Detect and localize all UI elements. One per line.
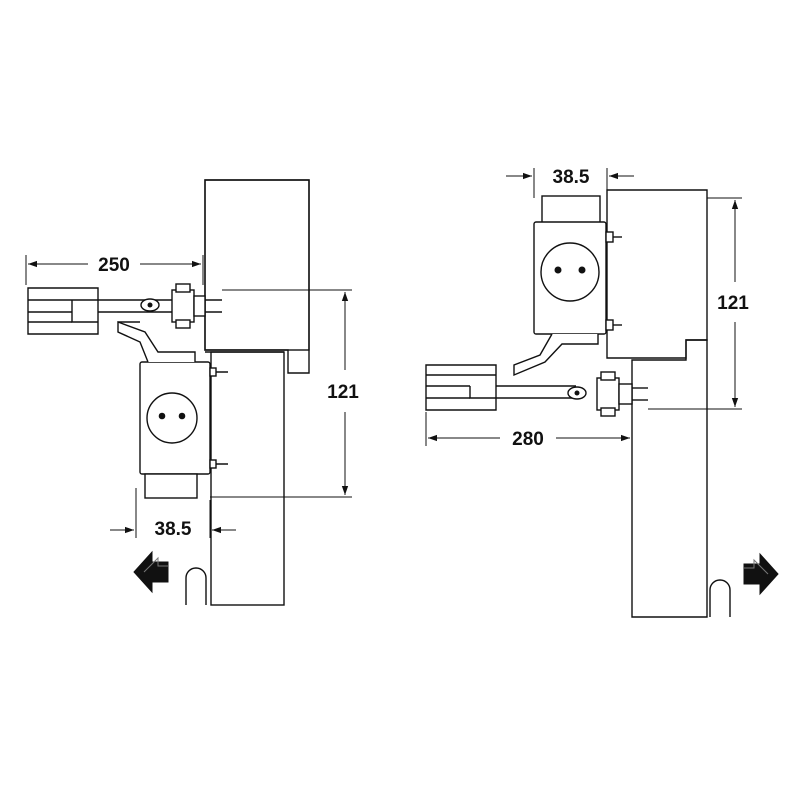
left-height-dimension: 121 (210, 289, 359, 498)
left-height-dimension-label: 121 (327, 382, 359, 403)
right-assembly: 38.5 121 280 (425, 167, 779, 618)
left-hinge (185, 567, 207, 605)
left-offset-dimension: 38.5 (110, 488, 236, 540)
right-closer-valve-icon (540, 242, 600, 302)
right-offset-dimension: 38.5 (506, 167, 634, 198)
left-offset-dimension-label: 38.5 (155, 519, 192, 540)
left-arrow-icon (133, 550, 169, 594)
right-closer-body (533, 195, 622, 335)
left-frame (204, 179, 310, 374)
left-door-leaf (205, 351, 285, 606)
left-arm-dimension: 250 (25, 255, 204, 285)
right-frame (606, 189, 708, 359)
right-arm-dimension: 280 (425, 412, 633, 450)
right-height-dimension-label: 121 (717, 293, 749, 314)
right-door-leaf (631, 339, 708, 618)
right-height-dimension: 121 (648, 197, 749, 410)
right-arrow-icon (743, 552, 779, 596)
left-arm-dimension-label: 250 (98, 255, 130, 276)
left-closer-body (139, 361, 228, 499)
left-closer-valve-icon (146, 392, 198, 444)
left-assembly: 250 121 38.5 (25, 179, 359, 606)
right-hinge (709, 579, 731, 617)
right-closer-arm (425, 333, 648, 417)
right-offset-dimension-label: 38.5 (553, 167, 590, 188)
right-arm-dimension-label: 280 (512, 429, 544, 450)
left-closer-arm (27, 283, 222, 363)
